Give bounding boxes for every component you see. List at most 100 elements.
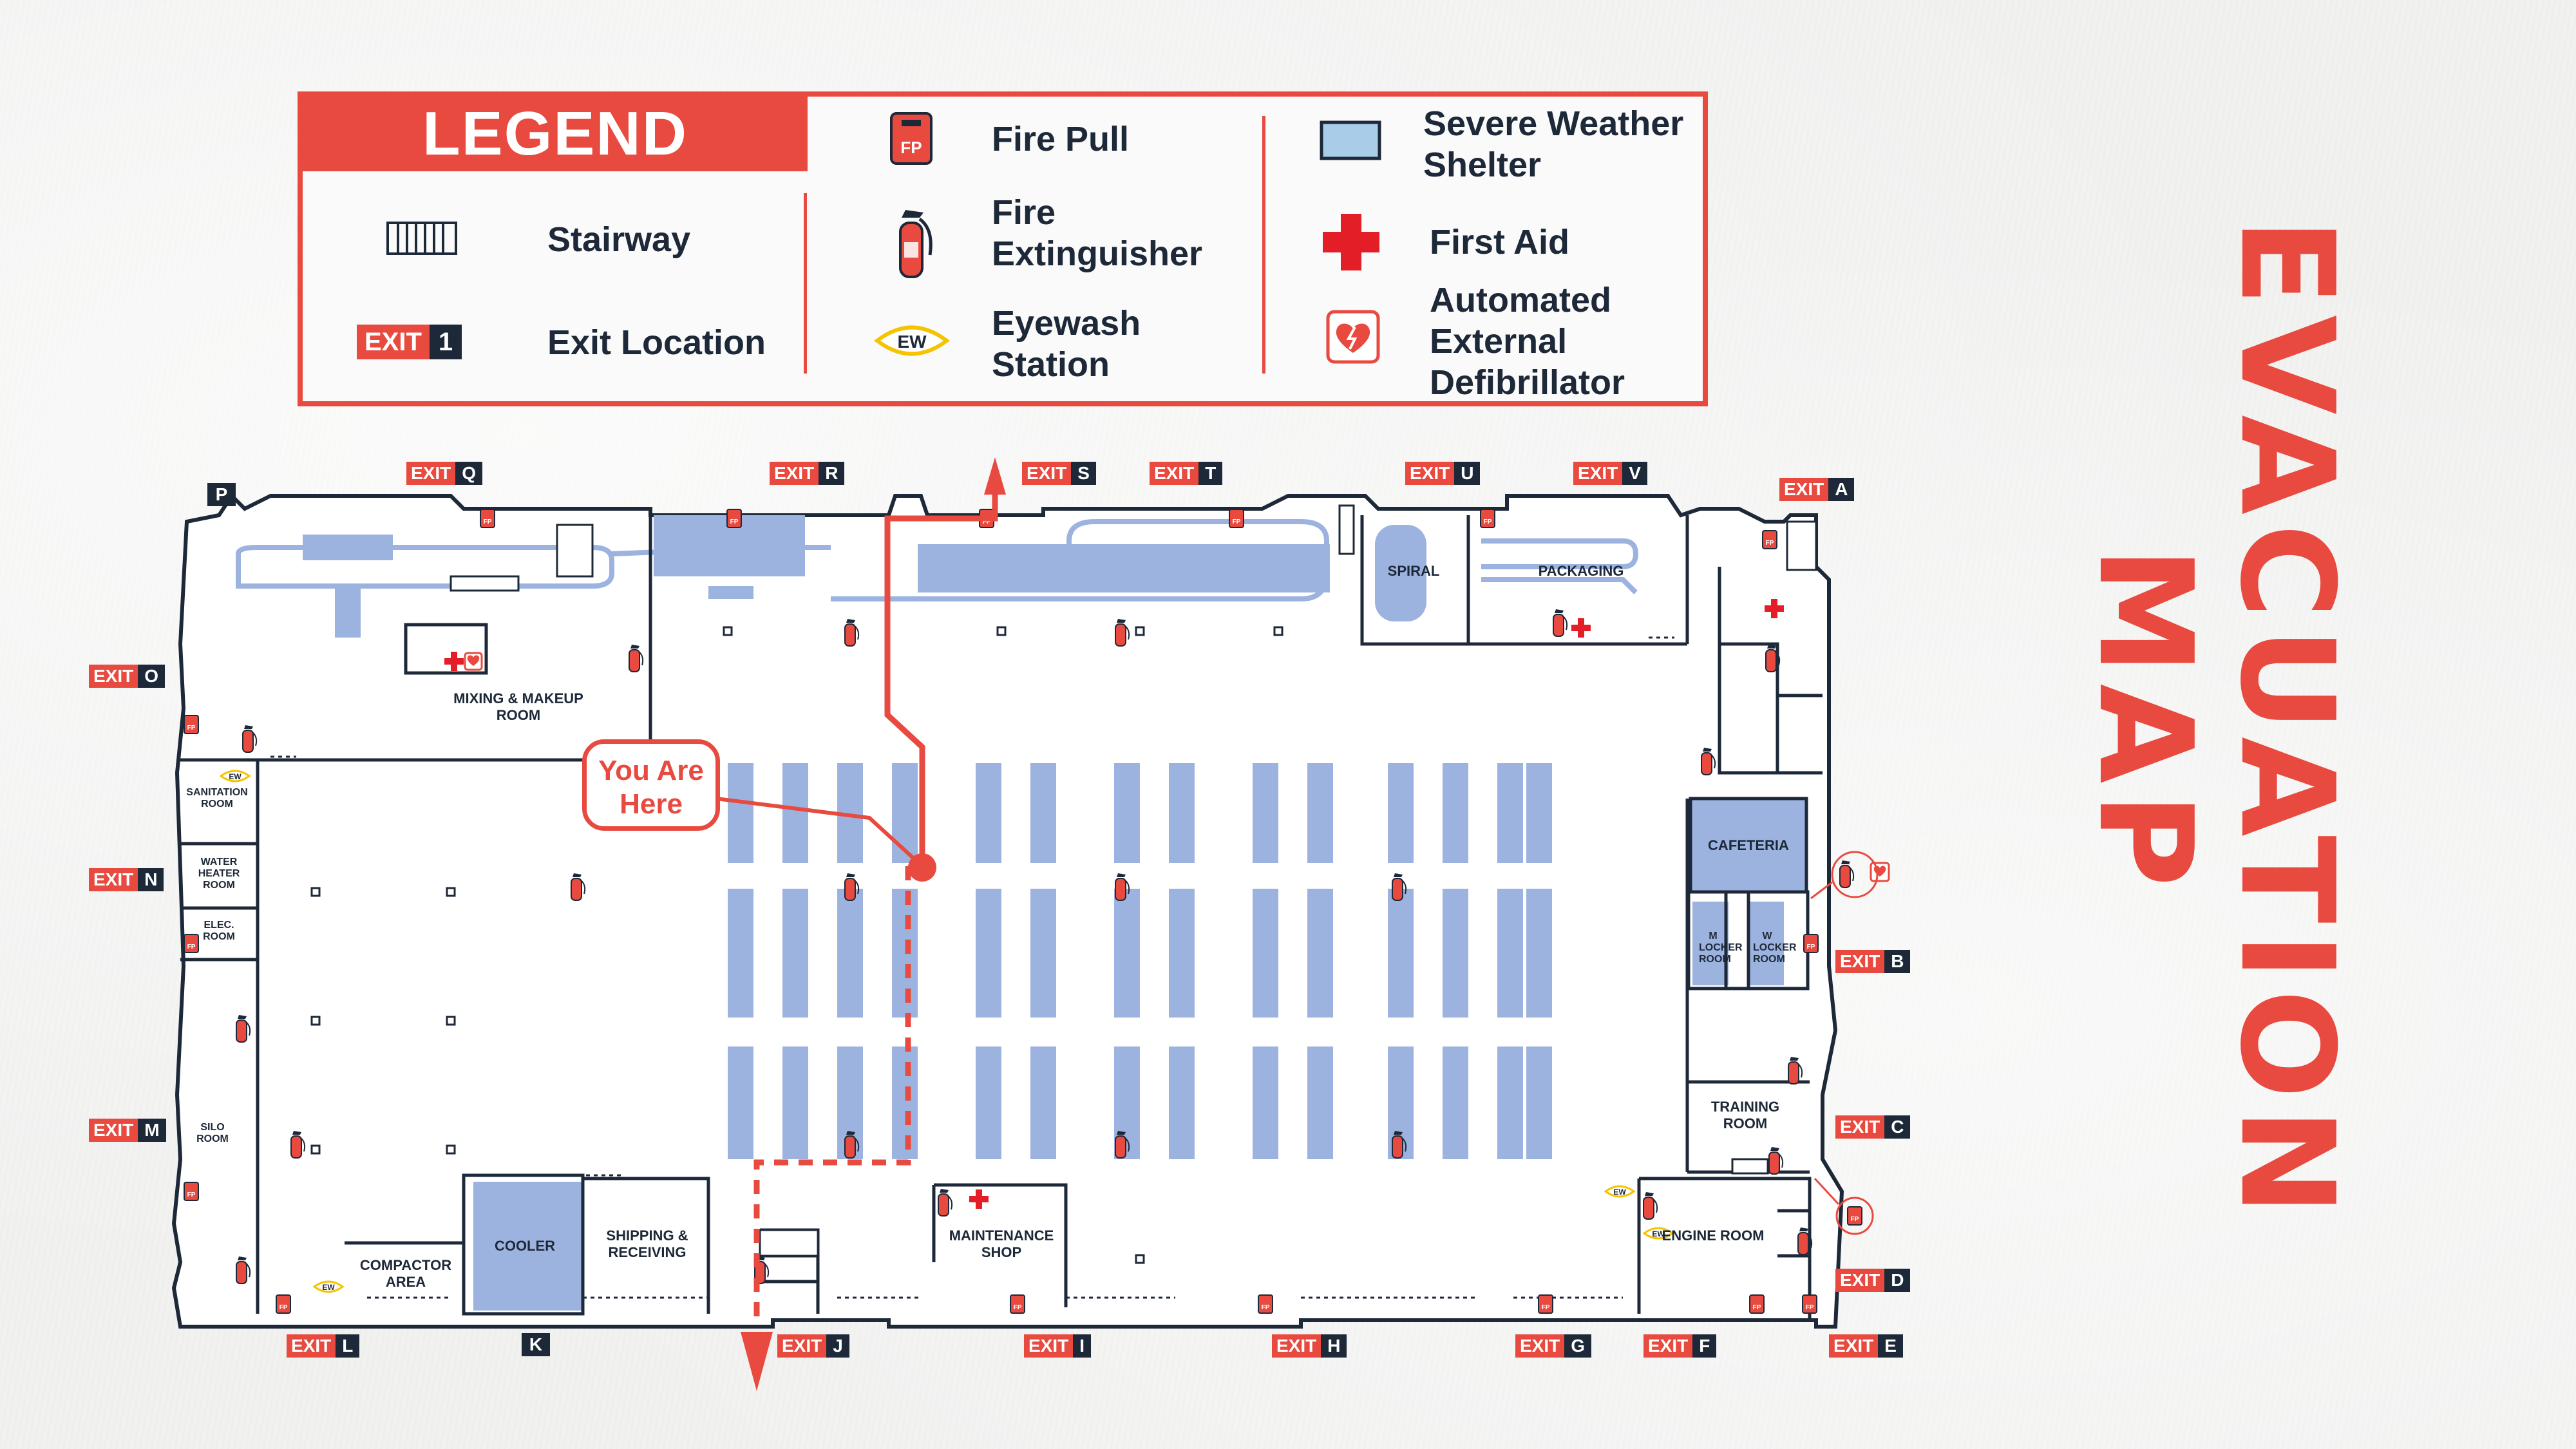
room-elec: ELEC. ROOM [203, 920, 235, 942]
room-packaging: PACKAGING [1538, 563, 1624, 579]
door-tag-p: P [207, 483, 236, 506]
eyewash-icon-text: EW [897, 332, 927, 352]
storage-racks [473, 763, 1806, 1311]
room-cooler: COOLER [494, 1238, 556, 1254]
fire-pull-icon: FP [890, 112, 933, 165]
legend-first-aid [1320, 211, 1382, 273]
room-maintenance: MAINTENANCE SHOP [949, 1227, 1054, 1260]
doorways [270, 636, 1674, 1299]
eyewash-icon: EW [874, 325, 950, 356]
exit-word: EXIT [1272, 1334, 1321, 1358]
legend-stairway [386, 219, 457, 258]
legend-eyewash: EW [873, 318, 951, 363]
exit-letter: R [819, 462, 845, 485]
exit-letter: T [1198, 462, 1223, 485]
room-spiral: SPIRAL [1387, 563, 1440, 579]
exit-word: EXIT [406, 462, 456, 485]
exit-letter: V [1622, 462, 1647, 485]
exit-letter: A [1828, 478, 1855, 501]
room-compactor: COMPACTOR AREA [359, 1257, 452, 1290]
legend-aed [1325, 309, 1381, 365]
legend-fire-extinguisher [882, 204, 940, 281]
exit-letter: U [1454, 462, 1481, 485]
exit-word: EXIT [1150, 462, 1199, 485]
severe-weather-shelter-icon [1320, 120, 1381, 160]
legend-eyewash-label: Eyewash Station [992, 304, 1141, 384]
room-silo: SILO ROOM [196, 1122, 229, 1144]
legend-fire-extinguisher-label: Fire Extinguisher [992, 193, 1203, 273]
you-are-here-callout: You Are Here [582, 739, 720, 831]
exit-word: EXIT [1024, 1334, 1074, 1358]
exit-word: EXIT [1573, 462, 1623, 485]
legend-severe-weather-label: Severe Weather Shelter [1423, 104, 1684, 184]
exit-word: EXIT [89, 1119, 138, 1142]
exit-sample-tag: EXIT 1 [357, 325, 462, 359]
exit-sample-number: 1 [429, 325, 462, 359]
legend-first-aid-label: First Aid [1430, 223, 1570, 261]
interior-walls [180, 515, 1823, 1320]
exit-letter: G [1564, 1334, 1592, 1358]
stairs [450, 504, 1817, 1257]
exit-word: EXIT [1643, 1334, 1693, 1358]
room-w-locker: W LOCKER ROOM [1753, 931, 1797, 965]
fire-pull-icon-text: FP [900, 138, 922, 157]
exit-word: EXIT [1515, 1334, 1565, 1358]
exit-word: EXIT [287, 1334, 336, 1358]
legend-fire-pull: FP [889, 112, 934, 165]
room-cafeteria: CAFETERIA [1708, 837, 1789, 853]
exit-letter: Q [455, 462, 483, 485]
legend-stairway-label: Stairway [547, 220, 691, 259]
legend-fire-pull-label: Fire Pull [992, 120, 1130, 158]
exit-letter: B [1884, 950, 1911, 973]
door-tag-k: K [522, 1333, 550, 1356]
room-shipping: SHIPPING & RECEIVING [606, 1227, 688, 1260]
exit-word: EXIT [1779, 478, 1829, 501]
room-engine: ENGINE ROOM [1662, 1227, 1765, 1244]
exit-word: EXIT [1829, 1334, 1879, 1358]
exit-letter: O [138, 665, 166, 688]
room-training: TRAINING ROOM [1710, 1099, 1780, 1132]
exit-letter: S [1071, 462, 1096, 485]
exit-word: EXIT [89, 665, 138, 688]
exit-word: EXIT [1835, 1115, 1885, 1139]
exit-letter: E [1878, 1334, 1903, 1358]
legend-divider [804, 193, 807, 374]
aed-icon [1326, 310, 1380, 364]
legend-divider [1262, 116, 1265, 374]
legend-panel: LEGEND Stairway EXIT 1 Exit Location FP [298, 91, 1708, 406]
exit-letter: J [826, 1334, 849, 1358]
evacuation-route [715, 457, 1006, 1391]
exit-letter: L [336, 1334, 360, 1358]
legend-exit: EXIT 1 [357, 325, 462, 359]
exit-word: EXIT [89, 868, 138, 891]
exit-word: EXIT [1835, 950, 1885, 973]
legend-aed-label: Automated External Defibrillator [1430, 281, 1625, 402]
exit-letter: F [1692, 1334, 1717, 1358]
room-water-heater: WATER HEATER ROOM [198, 857, 240, 891]
severe-weather-zones [303, 515, 1426, 638]
exit-sample-word: EXIT [357, 325, 430, 359]
exit-word: EXIT [777, 1334, 827, 1358]
exit-letter: M [138, 1119, 166, 1142]
legend-severe-weather [1319, 120, 1383, 162]
fire-extinguisher-icon [899, 210, 933, 278]
first-aid-icon [1323, 214, 1379, 270]
exit-word: EXIT [770, 462, 819, 485]
